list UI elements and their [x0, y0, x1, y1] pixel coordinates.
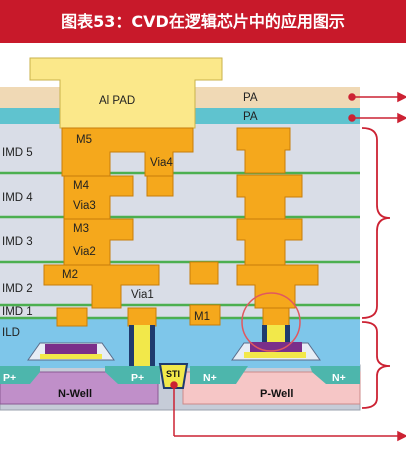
label-pa-top: PA — [243, 92, 258, 104]
contacts — [129, 325, 290, 367]
right-metal-stack — [236, 127, 319, 327]
label-via4: Via4 — [150, 157, 173, 169]
label-pa-bottom: PA — [243, 111, 258, 123]
highlight-circle — [241, 292, 301, 352]
label-sti: STI — [166, 369, 180, 379]
brace-imd — [361, 127, 391, 319]
label-via3: Via3 — [73, 200, 96, 212]
label-via1: Via1 — [131, 289, 154, 301]
sti — [158, 363, 189, 389]
label-m3: M3 — [73, 223, 89, 235]
label-nplus-mid: N+ — [203, 372, 217, 384]
label-ild: ILD — [2, 327, 20, 339]
sti-arrow — [170, 381, 406, 442]
label-pplus-mid: P+ — [131, 372, 144, 384]
label-imd5: IMD 5 — [2, 147, 33, 159]
figure-title: 图表53：CVD在逻辑芯片中的应用图示 — [0, 0, 406, 43]
label-pplus-left: P+ — [3, 372, 16, 384]
label-pwell: P-Well — [260, 388, 293, 400]
al-pad — [29, 57, 223, 129]
label-imd2: IMD 2 — [2, 283, 33, 295]
gate-right — [231, 342, 321, 361]
label-al-pad: Al PAD — [99, 95, 135, 107]
pa-arrows — [348, 91, 406, 124]
label-m1: M1 — [194, 311, 210, 323]
label-imd1: IMD 1 — [2, 306, 33, 318]
label-imd3: IMD 3 — [2, 236, 33, 248]
label-via2: Via2 — [73, 246, 96, 258]
diffusions — [0, 366, 360, 384]
label-nplus-right: N+ — [332, 372, 346, 384]
label-imd4: IMD 4 — [2, 192, 33, 204]
brace-ild — [361, 321, 391, 409]
left-metal-stack — [43, 127, 221, 327]
label-nwell: N-Well — [58, 388, 92, 400]
label-m5: M5 — [76, 134, 92, 146]
label-m2: M2 — [62, 269, 78, 281]
gate-left — [27, 342, 115, 361]
label-m4: M4 — [73, 180, 90, 192]
